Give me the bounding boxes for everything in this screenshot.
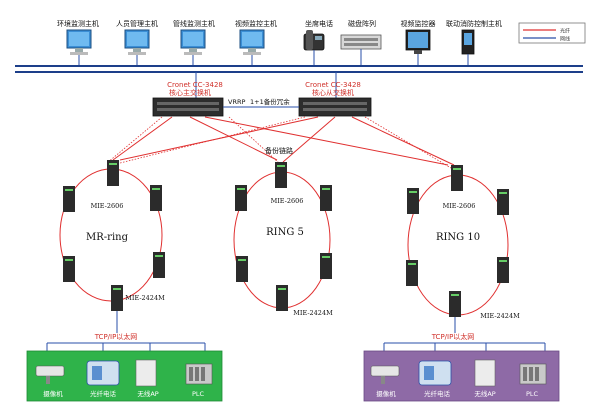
host-label: 坐席电话 xyxy=(305,19,333,28)
group-network-label: TCP/IP以太网 xyxy=(431,332,475,341)
device-label: 光纤电话 xyxy=(424,389,451,398)
switch-icon xyxy=(406,260,418,286)
legend: 光纤 网线 xyxy=(518,22,586,44)
wireless-ap-icon xyxy=(135,359,157,387)
host-label: 磁盘阵列 xyxy=(348,19,376,28)
core-switch-secondary: Cronet CC-3428 核心从交换机 xyxy=(298,81,372,117)
host-personnel-manager: 人员管理主机 xyxy=(116,19,158,55)
device-group-right: TCP/IP以太网 摄像机 光纤电话 无线AP PLC xyxy=(363,332,560,402)
bus-to-core-lines xyxy=(195,72,337,99)
host-desk-phone: 坐席电话 xyxy=(303,19,333,51)
host-video-monitor: 视频监控器 xyxy=(401,19,436,54)
ring-top-model: MIE-2606 xyxy=(271,197,304,205)
core-primary-name: Cronet CC-3428 xyxy=(167,81,223,89)
group-network-label: TCP/IP以太网 xyxy=(94,332,138,341)
device-label: 无线AP xyxy=(474,389,495,398)
ring-switch-nodes xyxy=(63,160,509,317)
switch-icon xyxy=(235,185,247,211)
device-label: PLC xyxy=(192,390,205,398)
ring-mr: MR-ring MIE-2606 MIE-2424M xyxy=(59,168,165,302)
ring-bottom-model: MIE-2424M xyxy=(293,309,333,317)
backup-links xyxy=(106,116,452,169)
switch-icon xyxy=(153,252,165,278)
core-switch-primary: Cronet CC-3428 核心主交换机 xyxy=(152,81,224,117)
device-label: PLC xyxy=(526,390,539,398)
ring-top-model: MIE-2606 xyxy=(91,202,124,210)
plc-icon xyxy=(185,363,213,385)
host-environment-monitor: 环境监测主机 xyxy=(57,19,99,55)
host-label: 管线监测主机 xyxy=(173,19,215,28)
ring-top-model: MIE-2606 xyxy=(443,202,476,210)
ring-name: MR-ring xyxy=(86,232,129,243)
camera-icon xyxy=(370,365,400,384)
switch-icon xyxy=(276,285,288,311)
host-pipeline-monitor: 管线监测主机 xyxy=(173,19,215,55)
device-label: 无线AP xyxy=(137,389,158,398)
host-label: 视频监控主机 xyxy=(235,19,277,28)
switch-icon xyxy=(497,257,509,283)
device-label: 光纤电话 xyxy=(90,389,117,398)
switch-icon xyxy=(63,186,75,212)
legend-network-label: 网线 xyxy=(560,36,570,43)
core-secondary-name: Cronet CC-3428 xyxy=(305,81,361,89)
ring-name: RING 5 xyxy=(266,227,304,238)
switch-icon xyxy=(111,285,123,311)
wireless-ap-icon xyxy=(474,359,496,387)
ring-to-lan-lines xyxy=(116,311,456,333)
legend-fiber-label: 光纤 xyxy=(560,28,570,35)
backbone-bus xyxy=(15,65,583,73)
fiber-phone-icon xyxy=(86,360,120,386)
redundancy-label: 1+1备份冗余 xyxy=(250,97,290,106)
fiber-phone-icon xyxy=(418,360,452,386)
ring-bottom-model: MIE-2424M xyxy=(480,312,520,320)
switch-icon xyxy=(275,162,287,188)
host-label: 视频监控器 xyxy=(401,19,436,28)
switch-icon xyxy=(320,253,332,279)
vrrp-label: VRRP xyxy=(228,98,245,106)
device-label: 摄像机 xyxy=(43,389,63,398)
ring-name: RING 10 xyxy=(436,232,480,243)
host-label: 人员管理主机 xyxy=(116,19,158,28)
switch-icon xyxy=(320,185,332,211)
switch-icon xyxy=(150,185,162,211)
switch-icon xyxy=(451,165,463,191)
backup-link-label: 备份链路 xyxy=(265,146,293,155)
plc-icon xyxy=(519,363,547,385)
fiber-uplinks xyxy=(112,116,455,166)
switch-icon xyxy=(107,160,119,186)
host-label: 环境监测主机 xyxy=(57,19,99,28)
switch-icon xyxy=(236,256,248,282)
camera-icon xyxy=(35,365,65,384)
core-secondary-role: 核心从交换机 xyxy=(312,88,354,97)
host-disk-array: 磁盘阵列 xyxy=(340,19,382,50)
switch-icon xyxy=(407,188,419,214)
switch-icon xyxy=(449,291,461,317)
switch-icon xyxy=(63,256,75,282)
switch-icon xyxy=(497,189,509,215)
host-drop-lines xyxy=(78,49,469,66)
host-fire-control: 联动消防控制主机 xyxy=(446,19,502,55)
device-group-left: TCP/IP以太网 摄像机 光纤电话 无线AP PLC xyxy=(26,332,223,402)
top-hosts: 环境监测主机 人员管理主机 管线监测主机 视频监控主机 坐席电 xyxy=(57,19,502,55)
ring-bottom-model: MIE-2424M xyxy=(125,294,165,302)
device-label: 摄像机 xyxy=(376,389,396,398)
host-label: 联动消防控制主机 xyxy=(446,19,502,28)
host-video-surveillance: 视频监控主机 xyxy=(235,19,277,55)
core-primary-role: 核心主交换机 xyxy=(169,88,211,97)
